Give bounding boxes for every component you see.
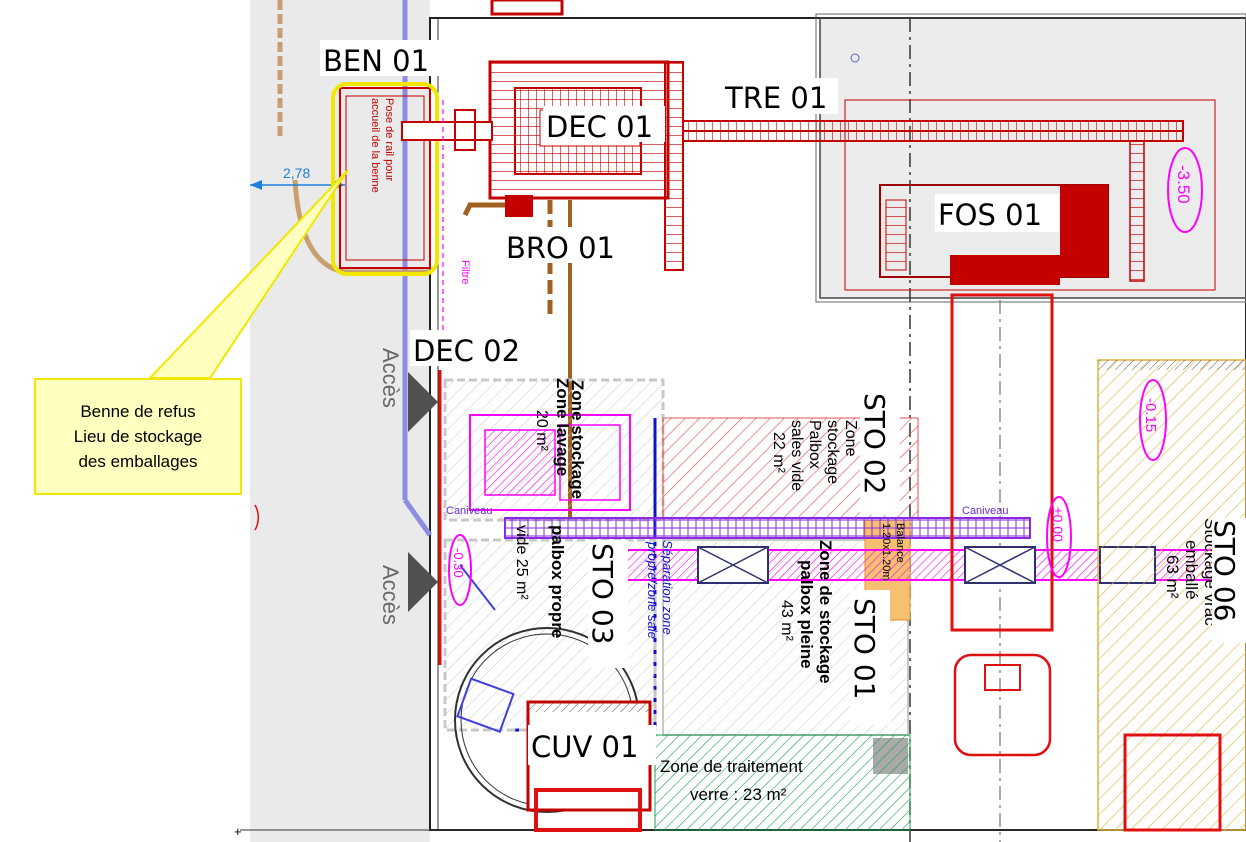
level-marker-015: [1139, 379, 1167, 461]
fos01-pit: [844, 99, 1216, 291]
separation-text-2: propre/zone sale: [645, 541, 660, 639]
sto02-text-2: stockage: [824, 420, 841, 484]
callout-box: Benne de refus Lieu de stockage des emba…: [34, 378, 242, 495]
callout-line-3: des emballages: [78, 452, 198, 471]
callout-line-1: Benne de refus: [80, 402, 196, 421]
sto03-text-1: Zone stockage: [568, 380, 587, 499]
sto03-label: STO 03: [586, 543, 619, 644]
sto01-text-3: 43 m²: [778, 600, 795, 642]
traitement-text-1: Zone de traitement: [660, 757, 803, 776]
sto06-text-2: emballé: [1182, 540, 1201, 600]
sto01-text-2: palbox pleine: [797, 560, 816, 669]
sto06-text-3: 63 m²: [1163, 555, 1182, 599]
sto03-text-3: vide 25 m²: [513, 525, 530, 600]
sto02-text-1: Zone: [842, 420, 859, 457]
separation-text-1: Séparation zone: [660, 540, 675, 635]
sto02-text-4: sales vide: [788, 420, 805, 491]
forklift: [953, 653, 1052, 757]
sto02-text-5: 22 m²: [770, 432, 787, 474]
lavage-text-1: Zone lavage: [553, 378, 572, 476]
level-value-030: -0.30: [451, 548, 466, 578]
pit-wall: [819, 17, 1246, 299]
dec01-label: DEC 01: [546, 110, 653, 144]
dec02-equipment: [469, 414, 631, 511]
bro01-label: BRO 01: [506, 231, 615, 265]
traitement-zone: [654, 734, 911, 831]
access-arrow-lower: [408, 552, 438, 612]
level-marker-350: [1167, 147, 1203, 233]
fos01-label: FOS 01: [938, 198, 1042, 232]
balance-text-2: 1.20x1.20m: [880, 523, 892, 580]
level-value-015: -0.15: [1142, 398, 1159, 432]
ben01-label: BEN 01: [323, 44, 429, 78]
sto03-text-2: palbox propre: [548, 525, 567, 638]
sto02-text-3: Palbox: [806, 420, 823, 469]
sto06-label: STO 06: [1208, 520, 1241, 621]
acces-lower-text: Accès: [378, 565, 403, 625]
level-marker-zero: [1046, 496, 1072, 578]
callout-line-2: Lieu de stockage: [73, 427, 203, 446]
balance-text-1: Balance: [894, 523, 906, 563]
level-marker-030: [448, 534, 472, 606]
level-value-zero: ±0.00: [1050, 507, 1066, 542]
sto01-label: STO 01: [848, 598, 881, 699]
caniveau-left-text: Caniveau: [446, 505, 492, 517]
svg-text:+: +: [234, 824, 242, 839]
benne-highlight: [331, 82, 439, 276]
traitement-text-2: verre : 23 m²: [690, 785, 787, 804]
filtre-text: Filtre: [459, 260, 471, 284]
sto01-text-1: Zone de stockage: [816, 540, 835, 684]
dimension-value: 2,78: [283, 165, 310, 181]
rail-text-1: Pose de rail pour: [383, 98, 395, 181]
dec02-label: DEC 02: [413, 334, 520, 368]
rail-text-2: accueil de la benne: [369, 98, 381, 193]
lavage-text-2: 20 m²: [533, 410, 550, 452]
tre01-label: TRE 01: [724, 81, 827, 115]
cuv01-label: CUV 01: [531, 730, 638, 764]
forklift-lane: [950, 293, 1054, 632]
sto02-label: STO 02: [858, 393, 891, 494]
level-value-350: -3.50: [1174, 165, 1193, 204]
caniveau-right-text: Caniveau: [962, 505, 1008, 517]
access-arrow-upper: [408, 372, 438, 432]
caniveau: [504, 517, 1031, 539]
acces-upper-text: Accès: [378, 348, 403, 408]
